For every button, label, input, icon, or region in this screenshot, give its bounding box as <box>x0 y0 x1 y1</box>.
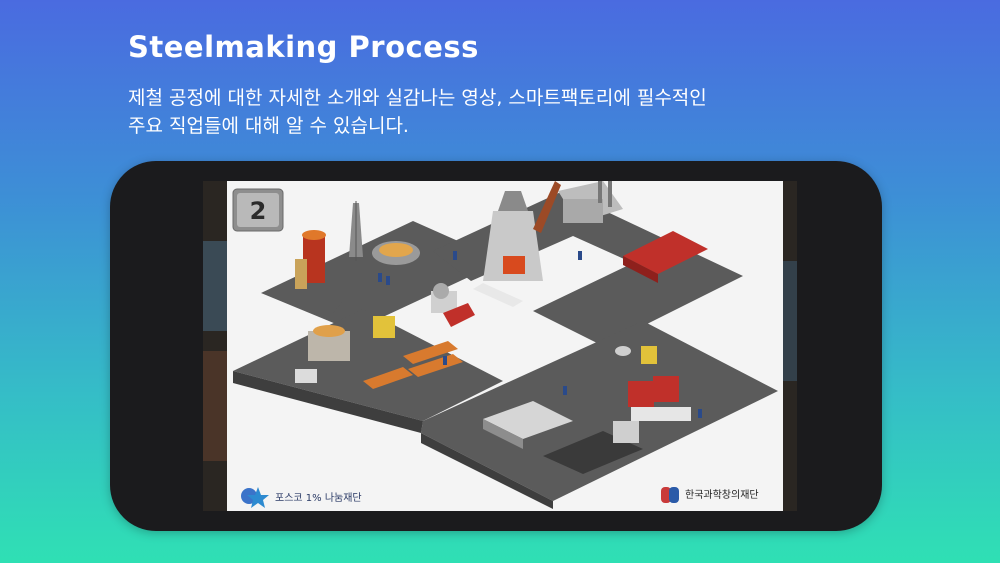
page-description: 제철 공정에 대한 자세한 소개와 실감나는 영상, 스마트팩토리에 필수적인 … <box>128 84 848 140</box>
app-screen[interactable]: 2 <box>203 181 797 511</box>
description-line-2: 주요 직업들에 대해 알 수 있습니다. <box>128 115 409 137</box>
step-badge: 2 <box>232 188 284 232</box>
red-facility <box>431 283 475 327</box>
svg-text:한국과학창의재단: 한국과학창의재단 <box>685 489 759 501</box>
svg-text:포스코 1% 나눔재단: 포스코 1% 나눔재단 <box>275 492 362 504</box>
hot-slabs <box>363 341 463 389</box>
rolling-line <box>483 401 643 474</box>
page-title: Steelmaking Process <box>128 30 479 64</box>
blast-tower <box>295 201 363 289</box>
finishing-press <box>628 376 691 421</box>
control-box <box>295 369 317 383</box>
converter <box>483 181 561 281</box>
workers <box>378 251 702 418</box>
floor-edge <box>233 371 553 509</box>
svg-text:2: 2 <box>250 197 267 225</box>
description-line-1: 제철 공정에 대한 자세한 소개와 실감나는 영상, 스마트팩토리에 필수적인 <box>128 87 707 109</box>
molten-bowl <box>372 241 420 265</box>
forklift <box>641 346 657 364</box>
sponsor-left-logo: 포스코 1% 나눔재단 <box>241 487 362 508</box>
ar-scene[interactable]: 2 <box>203 181 797 511</box>
sponsor-right-logo: 한국과학창의재단 <box>661 487 759 503</box>
mill-building <box>558 181 708 283</box>
caster-machine <box>308 316 395 361</box>
